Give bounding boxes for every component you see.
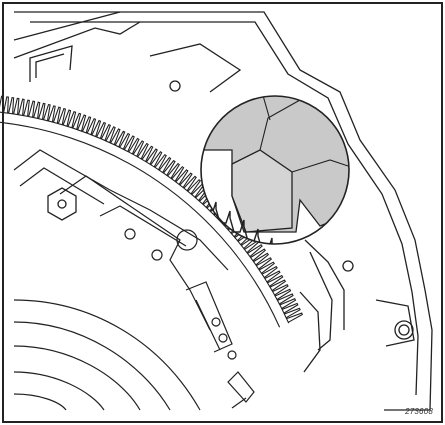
flywheel-inner-parts: [13, 149, 255, 411]
reference-number: 273608: [405, 407, 433, 416]
detail-magnifier: [200, 95, 350, 245]
hex-bolt-head: [47, 187, 77, 221]
locking-tool: [201, 96, 349, 233]
flywheel-holes: [124, 228, 237, 360]
housing-outline: [13, 11, 433, 411]
